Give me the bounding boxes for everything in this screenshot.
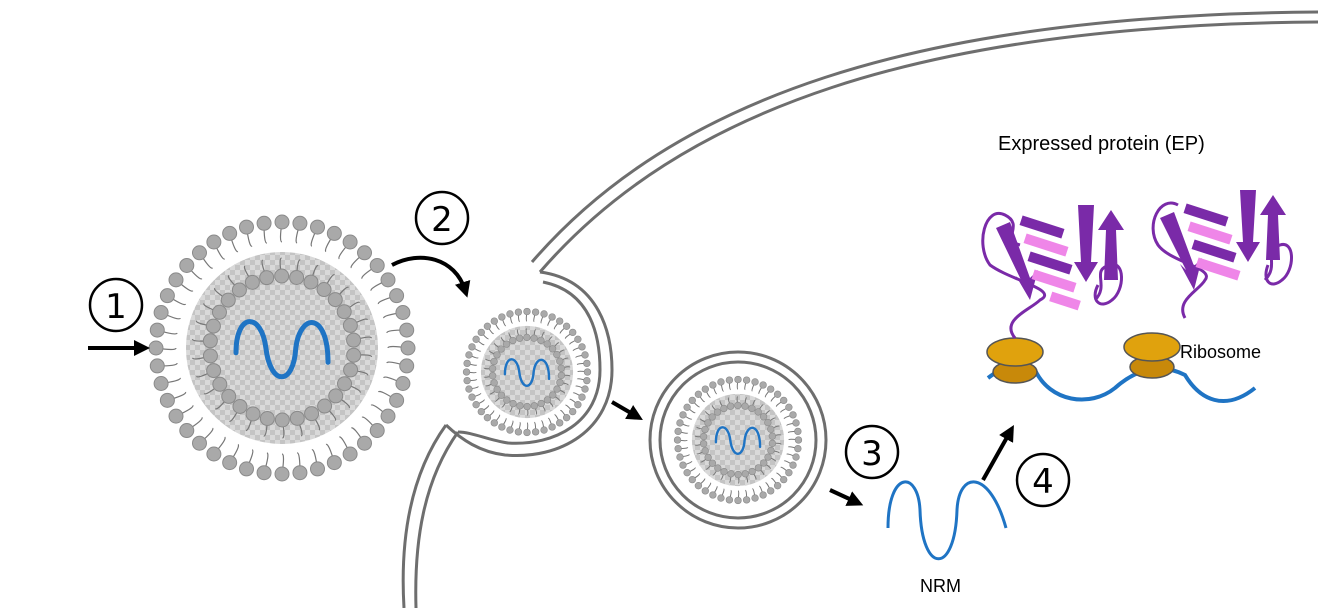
- ribosome-icon: [986, 337, 1044, 384]
- step-badge-1: 1: [88, 277, 144, 333]
- step-number: 1: [105, 287, 127, 327]
- expressed-protein-label: Expressed protein (EP): [998, 133, 1205, 155]
- step-badge-4: 4: [1015, 452, 1071, 508]
- step-number: 4: [1032, 462, 1054, 502]
- step-badge-2: 2: [414, 190, 470, 246]
- endosome: [648, 350, 828, 530]
- cell-membrane: [401, 10, 1318, 608]
- lipid-nanoparticle-large: [148, 214, 416, 482]
- mrna-payload: [233, 319, 331, 380]
- lipid-nanoparticle-endocytosed: [462, 307, 592, 437]
- arrow-endosome: [610, 400, 643, 421]
- nrm-label: NRM: [920, 576, 961, 596]
- endocytosis-pocket: [444, 270, 614, 458]
- lipid-nanoparticle-in-endosome: [673, 375, 803, 505]
- mrna-payload: [503, 358, 551, 388]
- step-badge-3: 3: [844, 424, 900, 480]
- translation-complex: [986, 332, 1257, 403]
- arrow-step-2: [391, 255, 471, 298]
- ribosome-icon: [1123, 332, 1181, 379]
- expressed-protein-left: [981, 205, 1124, 339]
- ribosome-label: Ribosome: [1180, 342, 1261, 362]
- expressed-protein-right: [1151, 190, 1293, 319]
- arrow-step-4: [981, 425, 1014, 481]
- step-number: 3: [861, 434, 883, 474]
- step-number: 2: [431, 200, 453, 240]
- mrna-payload: [714, 426, 762, 456]
- arrow-step-3: [829, 488, 864, 506]
- nrm-strand: [886, 480, 1008, 560]
